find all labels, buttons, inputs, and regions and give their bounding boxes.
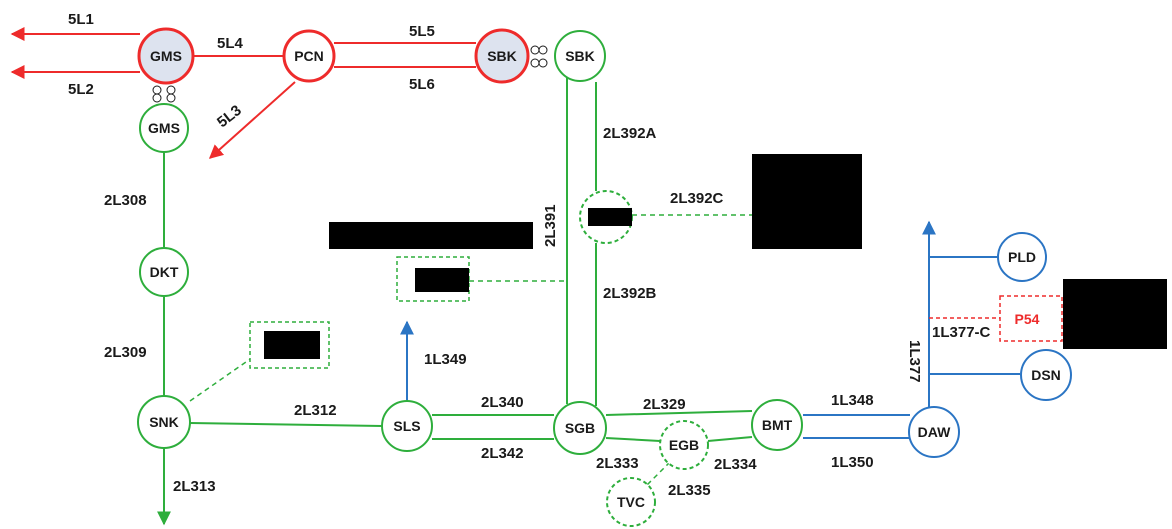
blue-lines	[400, 220, 1020, 439]
redaction-mid-left	[329, 222, 533, 249]
redaction-left-node	[415, 268, 469, 292]
node-gms-230kv[interactable]	[139, 103, 189, 153]
node-pld-label: PLD	[1008, 249, 1036, 265]
label-2l312: 2L312	[294, 402, 337, 419]
node-pld[interactable]	[997, 232, 1047, 282]
label-2l335: 2L335	[668, 482, 711, 499]
line-2l333	[605, 437, 661, 442]
node-tvc[interactable]	[606, 477, 656, 527]
line-snk-redact-dashed	[189, 354, 257, 402]
label-1l348: 1L348	[831, 392, 874, 409]
transformer-icon-sbk	[530, 45, 548, 68]
node-egb-label: EGB	[669, 437, 699, 453]
label-5l4: 5L4	[217, 35, 244, 52]
node-sbk-230kv-label: SBK	[565, 48, 595, 64]
label-2l391: 2L391	[542, 204, 559, 247]
node-sgb-label: SGB	[565, 420, 595, 436]
node-p54[interactable]	[999, 295, 1063, 342]
node-egb[interactable]	[659, 420, 709, 470]
label-2l392a: 2L392A	[603, 125, 657, 142]
node-sbk-500kv-label: SBK	[487, 48, 517, 64]
node-tvc-label: TVC	[617, 494, 645, 510]
node-sls-label: SLS	[393, 418, 420, 434]
node-dkt[interactable]	[139, 247, 189, 297]
node-daw[interactable]	[908, 406, 960, 458]
node-gms-500kv-label: GMS	[150, 48, 182, 64]
line-labels: 5L1 5L2 5L4 5L3 5L5 5L6 2L392A 2L392C 2L…	[68, 11, 991, 499]
node-bmt[interactable]	[751, 399, 803, 451]
label-5l6: 5L6	[409, 76, 435, 93]
label-2l329: 2L329	[643, 396, 686, 413]
node-sgb[interactable]	[553, 401, 607, 455]
node-pcn[interactable]	[282, 29, 336, 83]
redaction-2l392c-node	[588, 208, 632, 226]
label-5l5: 5L5	[409, 23, 435, 40]
node-p54-label: P54	[1015, 311, 1040, 327]
label-2l392b: 2L392B	[603, 285, 657, 302]
label-2l342: 2L342	[481, 445, 524, 462]
node-gms-500kv[interactable]	[137, 27, 195, 85]
node-sls[interactable]	[381, 400, 433, 452]
label-1l377: 1L377	[906, 340, 923, 383]
label-2l334: 2L334	[714, 456, 757, 473]
node-bmt-label: BMT	[762, 417, 793, 433]
label-5l2: 5L2	[68, 81, 94, 98]
label-2l313: 2L313	[173, 478, 216, 495]
label-2l340: 2L340	[481, 394, 524, 411]
node-dsn-label: DSN	[1031, 367, 1061, 383]
line-2l335-dashed	[645, 461, 671, 487]
node-sbk-230kv[interactable]	[554, 30, 606, 82]
label-1l377c: 1L377-C	[932, 324, 991, 341]
label-1l349: 1L349	[424, 351, 467, 368]
redaction-top-right	[752, 154, 862, 249]
line-2l312	[189, 422, 383, 427]
label-2l308: 2L308	[104, 192, 147, 209]
transformer-icon-gms	[152, 85, 176, 103]
line-2l329	[605, 410, 753, 416]
node-daw-label: DAW	[918, 424, 951, 440]
node-dkt-label: DKT	[150, 264, 179, 280]
line-5l3	[208, 81, 296, 159]
label-2l392c: 2L392C	[670, 190, 724, 207]
label-5l3: 5L3	[214, 102, 245, 131]
line-2l334	[707, 436, 753, 442]
redaction-far-right	[1063, 279, 1167, 349]
node-dsn[interactable]	[1020, 349, 1072, 401]
green-lines	[157, 78, 753, 526]
node-sbk-500kv[interactable]	[474, 28, 530, 84]
label-5l1: 5L1	[68, 11, 94, 28]
red-lines	[10, 27, 476, 159]
node-gms-230kv-label: GMS	[148, 120, 180, 136]
label-2l309: 2L309	[104, 344, 147, 361]
node-snk-label: SNK	[149, 414, 179, 430]
node-pcn-label: PCN	[294, 48, 324, 64]
node-snk[interactable]	[137, 395, 191, 449]
label-2l333: 2L333	[596, 455, 639, 472]
redaction-snk-tap	[264, 331, 320, 359]
label-1l350: 1L350	[831, 454, 874, 471]
